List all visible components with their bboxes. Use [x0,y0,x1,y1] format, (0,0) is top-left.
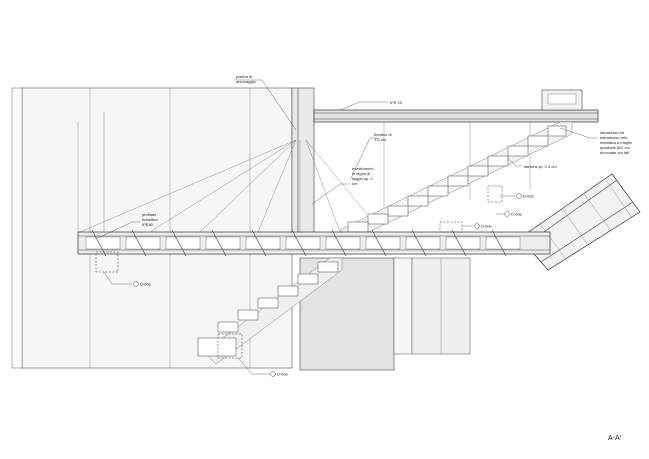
section-label: A-A' [608,435,621,442]
suspension-cables [77,112,381,233]
leader-lines [97,79,598,375]
detail-ref-1: D-60e [133,281,152,287]
detail-ref-2: D-60e [270,371,289,377]
detail-ref-4: D-60e [504,211,523,217]
detail-ref-5: D-60e [474,223,493,229]
detail-callouts [95,185,503,359]
landing-lattice [77,229,551,257]
lower-volume [299,257,471,371]
svg-text:D-60e: D-60e [481,224,493,229]
annotation-ipe: IPE 20 [390,100,403,105]
back-wall [11,87,293,369]
central-column [291,87,315,239]
svg-text:bordino di1.5 cm: bordino di1.5 cm [374,132,392,142]
lower-stair [197,257,343,365]
window-frame [313,122,531,250]
svg-text:D-60e: D-60e [277,372,289,377]
right-walkway [519,173,641,271]
svg-text:D-60e: D-60e [511,212,523,217]
upper-stair [339,121,573,241]
ipe-beam [313,89,599,123]
svg-text:D-60e: D-60e [140,282,152,287]
svg-text:D-60e: D-60e [523,194,535,199]
annotation-lamiera: lamiera sp. 0.3 cm [524,164,557,169]
detail-ref-3: D-60e [516,193,535,199]
